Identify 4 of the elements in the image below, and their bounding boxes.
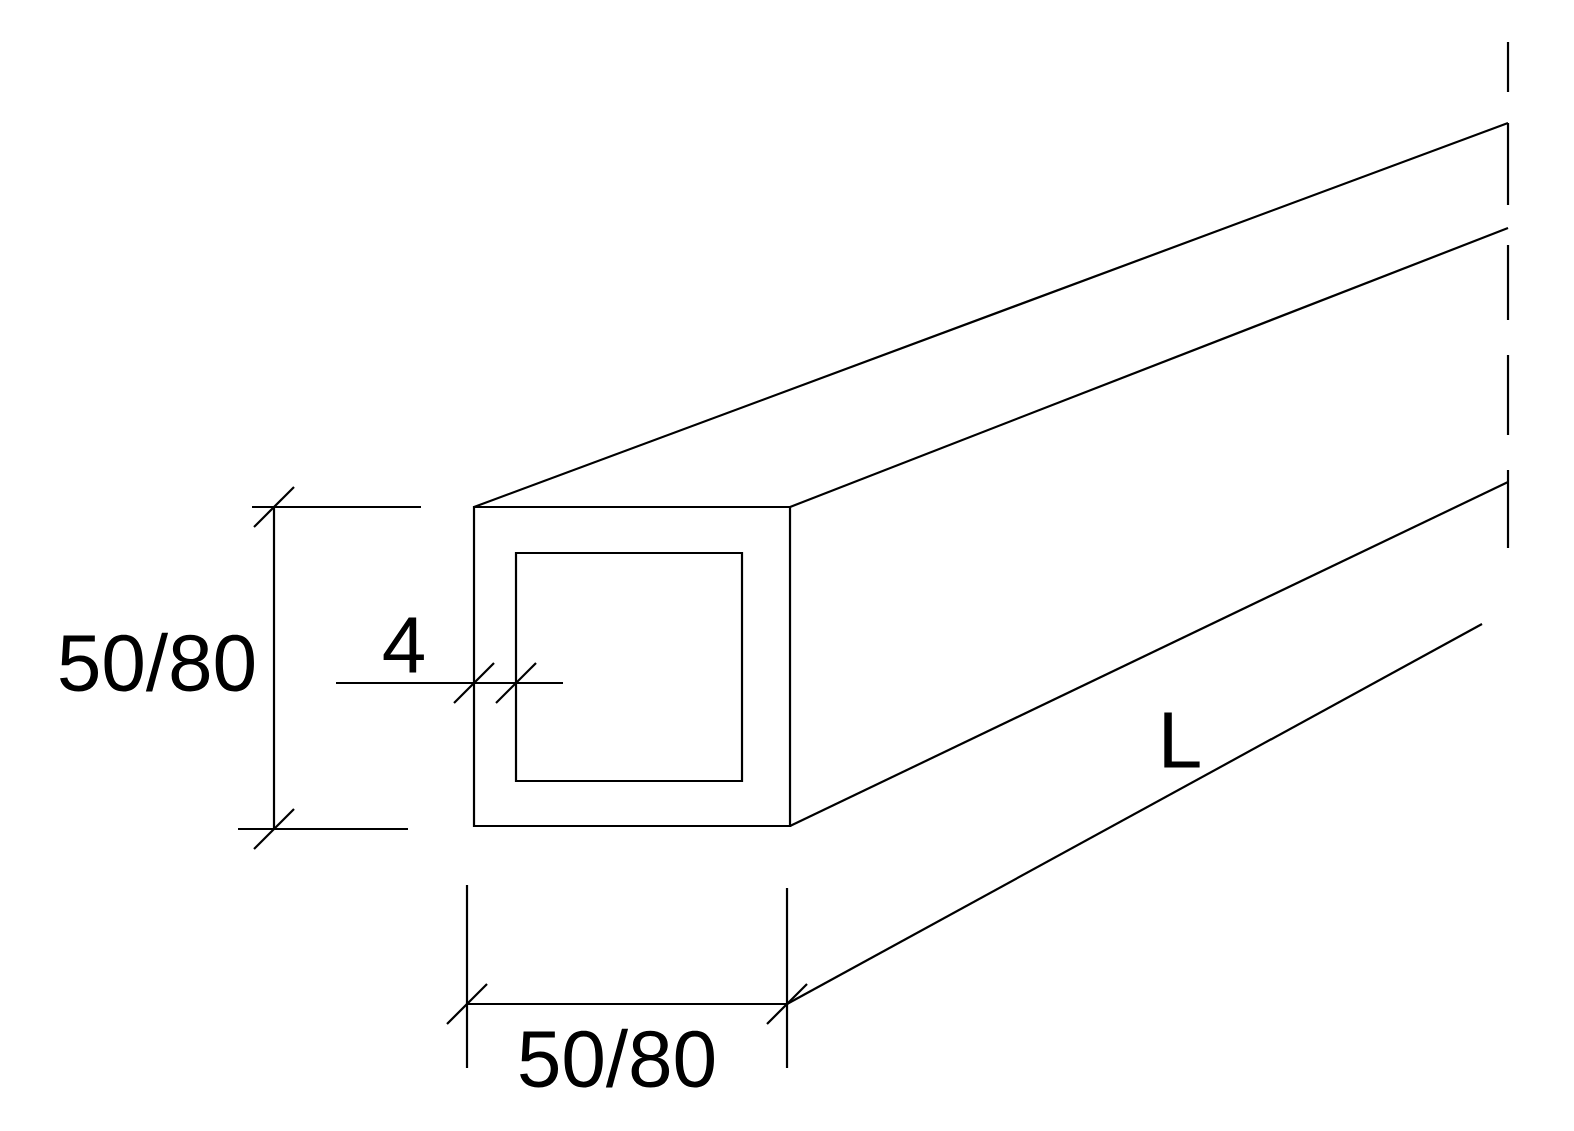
dimension-label: L [1164,712,1200,768]
dimension-label: 50/80 [520,1028,714,1088]
dimension-label: 4 [383,617,424,673]
dimension-label: 50/80 [60,632,254,692]
